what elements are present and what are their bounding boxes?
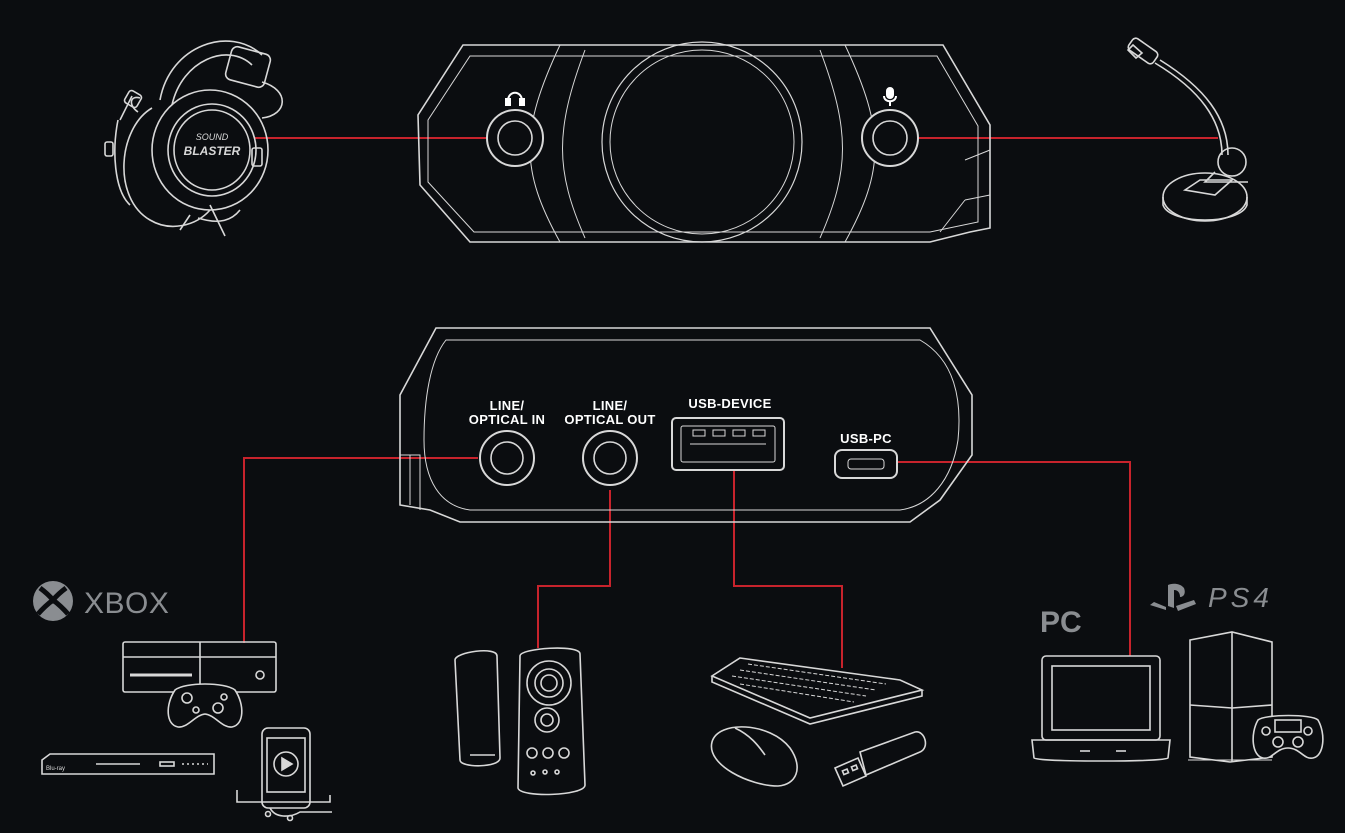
- line-out-label-2: OPTICAL OUT: [564, 412, 655, 427]
- ps4-brand-text: PS4: [1208, 582, 1273, 613]
- xbox-controller-illustration: [167, 683, 243, 728]
- line-out-label-1: LINE/: [593, 398, 628, 413]
- headphone-port[interactable]: [486, 109, 544, 167]
- ps4-controller-illustration: [1252, 714, 1324, 759]
- svg-text:SOUND: SOUND: [196, 132, 229, 142]
- laptop-illustration: [1031, 655, 1171, 762]
- desk-microphone-illustration: [1126, 37, 1248, 222]
- microphone-icon: [883, 87, 897, 106]
- svg-text:BLASTER: BLASTER: [184, 144, 241, 158]
- usb-stick-illustration: [833, 731, 927, 788]
- smartphone-illustration: [236, 727, 332, 822]
- line-optical-in-port[interactable]: [479, 430, 535, 486]
- speakers-to-line-out-line: [537, 490, 611, 648]
- usb-device-label: USB-DEVICE: [688, 396, 771, 411]
- soundcard-front-panel: [417, 41, 991, 243]
- playstation-logo-icon: [1150, 583, 1196, 611]
- usb-device-port[interactable]: [671, 417, 785, 471]
- pc-to-usb-pc-line: [898, 461, 1131, 656]
- headphone-icon: [505, 91, 525, 106]
- xbox-brand-text: XBOX: [84, 587, 169, 620]
- keyboard-illustration: [710, 657, 925, 725]
- speakers-illustration: [454, 647, 586, 796]
- headset-illustration: SOUND BLASTER: [104, 40, 283, 237]
- line-in-label-1: LINE/: [490, 398, 525, 413]
- soundcard-rear-panel: [399, 327, 973, 523]
- xbox-to-line-in-line: [243, 457, 478, 643]
- ps4-console-illustration: [1188, 631, 1273, 763]
- line-optical-out-port[interactable]: [582, 430, 638, 486]
- usb-pc-port[interactable]: [834, 449, 898, 479]
- port-labels: LINE/ OPTICAL IN LINE/ OPTICAL OUT USB-D…: [469, 396, 892, 446]
- pc-brand-text: PC: [1040, 606, 1082, 639]
- usb-pc-label: USB-PC: [840, 431, 892, 446]
- svg-text:Blu-ray: Blu-ray: [46, 766, 65, 772]
- line-in-label-2: OPTICAL IN: [469, 412, 545, 427]
- xbox-logo-icon: [33, 581, 73, 621]
- bluray-player-illustration: Blu-ray: [41, 753, 215, 775]
- keyboard-to-usb-device-line: [733, 470, 843, 668]
- microphone-port[interactable]: [861, 109, 919, 167]
- mouse-illustration: [710, 726, 798, 787]
